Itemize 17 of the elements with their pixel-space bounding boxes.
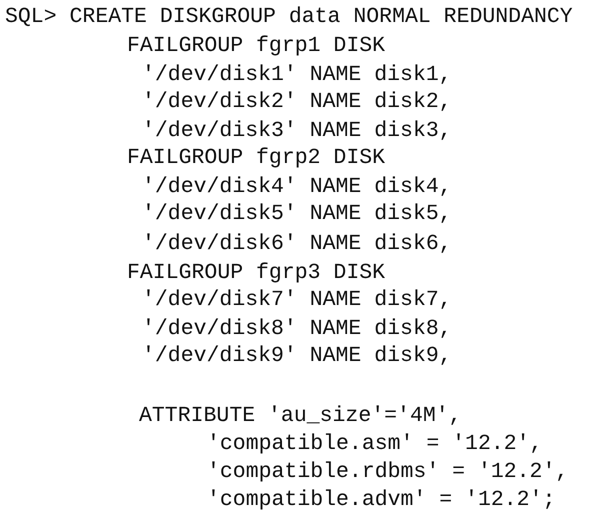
code-line: SQL> CREATE DISKGROUP data NORMAL REDUNDANCY bbox=[5, 5, 573, 29]
code-line: FAILGROUP fgrp1 DISK bbox=[127, 34, 386, 58]
code-line: 'compatible.advm' = '12.2'; bbox=[207, 488, 556, 512]
code-line: '/dev/disk4' NAME disk4, bbox=[142, 175, 452, 199]
code-line: '/dev/disk1' NAME disk1, bbox=[142, 63, 452, 87]
code-line: '/dev/disk6' NAME disk6, bbox=[142, 232, 452, 256]
code-line: '/dev/disk3' NAME disk3, bbox=[142, 119, 452, 143]
code-line: 'compatible.rdbms' = '12.2', bbox=[207, 460, 568, 484]
code-line: 'compatible.asm' = '12.2', bbox=[207, 432, 542, 456]
code-line: FAILGROUP fgrp3 DISK bbox=[127, 261, 386, 285]
code-line: '/dev/disk2' NAME disk2, bbox=[142, 90, 452, 114]
code-line: '/dev/disk5' NAME disk5, bbox=[142, 202, 452, 226]
code-line: ATTRIBUTE 'au_size'='4M', bbox=[139, 404, 462, 428]
code-line: FAILGROUP fgrp2 DISK bbox=[127, 146, 386, 170]
code-line: '/dev/disk8' NAME disk8, bbox=[142, 317, 452, 341]
code-line: '/dev/disk9' NAME disk9, bbox=[142, 344, 452, 368]
code-line: '/dev/disk7' NAME disk7, bbox=[142, 288, 452, 312]
